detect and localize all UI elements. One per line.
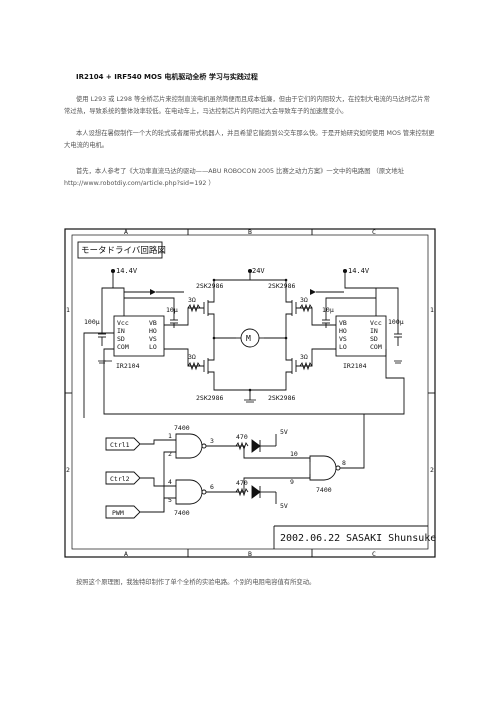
- cap-left-big-label: 100μ: [84, 318, 100, 326]
- svg-text:LO: LO: [339, 343, 347, 351]
- svg-text:SD: SD: [117, 335, 125, 343]
- svg-text:5: 5: [168, 496, 172, 504]
- svg-text:1: 1: [168, 432, 172, 440]
- supply-label-right: 14.4V: [348, 267, 370, 275]
- cap-left-small-label: 10μ: [166, 306, 178, 314]
- input-ctrl2-label: Ctrl2: [110, 475, 130, 483]
- row-label-1-right: 1: [430, 306, 434, 314]
- svg-text:10: 10: [290, 450, 298, 458]
- svg-text:IN: IN: [117, 327, 125, 335]
- svg-text:COM: COM: [117, 343, 129, 351]
- svg-text:VS: VS: [149, 335, 157, 343]
- nand-gate-top: [175, 433, 203, 459]
- svg-text:HO: HO: [149, 327, 157, 335]
- resistor-3ohm-3: 3Ω: [300, 296, 308, 304]
- ic-right-label: IR2104: [343, 362, 367, 370]
- schematic-author: SASAKI Shunsuke: [346, 533, 436, 544]
- nand-gate-right: [309, 455, 337, 481]
- gate-right-label: 7400: [316, 486, 332, 494]
- v5-top: 5V: [280, 428, 288, 436]
- gate-bottom-label: 7400: [174, 509, 190, 517]
- mosfet-bottom-left-label: 2SK2986: [196, 394, 223, 402]
- resistor-3ohm-4: 3Ω: [300, 353, 308, 361]
- resistor-3ohm-2: 3Ω: [188, 353, 196, 361]
- mosfet-top-right-label: 2SK2986: [268, 282, 295, 290]
- mosfet-bottom-right-label: 2SK2986: [268, 394, 295, 402]
- cap-right-small-label: 10μ: [322, 306, 334, 314]
- schematic-title-box: [77, 241, 163, 259]
- schematic-title: モータドライバ回路図: [81, 245, 166, 256]
- row-label-1: 1: [66, 306, 70, 314]
- resistor-3ohm-1: 3Ω: [188, 296, 196, 304]
- column-label-c: C: [372, 228, 376, 236]
- svg-text:HO: HO: [339, 327, 347, 335]
- svg-text:6: 6: [210, 483, 214, 491]
- schematic-figure: A B C A B C 1 2 1 2 モータドライバ回路図 14.4V 14.…: [64, 228, 436, 558]
- nand-gate-bottom: [175, 479, 203, 505]
- svg-text:3: 3: [210, 437, 214, 445]
- ic-right-body: [335, 315, 387, 357]
- mosfet-group: [203, 298, 297, 378]
- ic-left-body: [113, 315, 165, 357]
- row-label-2: 2: [66, 466, 70, 474]
- supply-label-left: 14.4V: [116, 267, 138, 275]
- svg-text:9: 9: [290, 478, 294, 486]
- row-label-2-right: 2: [430, 466, 434, 474]
- column-label-b: B: [248, 228, 252, 236]
- supply-label-center: 24V: [252, 267, 265, 275]
- svg-text:LO: LO: [149, 343, 157, 351]
- ic-left-label: IR2104: [116, 362, 140, 370]
- svg-text:IN: IN: [370, 327, 378, 335]
- svg-text:VB: VB: [339, 319, 347, 327]
- input-pwm-box: [105, 505, 141, 519]
- input-ctrl1-box: [105, 437, 141, 451]
- svg-text:8: 8: [342, 459, 346, 467]
- motor-label: M: [246, 334, 251, 343]
- column-label-a: A: [124, 228, 128, 236]
- input-ctrl2-box: [105, 471, 141, 485]
- svg-text:Vcc: Vcc: [117, 319, 129, 327]
- cap-right-big-label: 100μ: [388, 318, 404, 326]
- svg-text:Vcc: Vcc: [370, 319, 382, 327]
- resistor-470-top: 470: [236, 433, 248, 441]
- svg-text:4: 4: [168, 478, 172, 486]
- column-label-b-bottom: B: [248, 550, 252, 558]
- gate-top-label: 7400: [174, 424, 190, 432]
- schematic-inner-frame: [71, 234, 429, 550]
- v5-bottom: 5V: [280, 502, 288, 510]
- input-ctrl1-label: Ctrl1: [110, 441, 130, 449]
- svg-text:SD: SD: [370, 335, 378, 343]
- resistor-470-bottom: 470: [236, 479, 248, 487]
- column-label-a-bottom: A: [124, 550, 128, 558]
- mosfet-top-left-label: 2SK2986: [196, 282, 223, 290]
- column-label-c-bottom: C: [372, 550, 376, 558]
- svg-text:VS: VS: [339, 335, 347, 343]
- schematic-date: 2002.06.22: [280, 533, 340, 544]
- svg-text:2: 2: [168, 450, 172, 458]
- paragraph-reference: 首先，本人参考了《大功率直流马达的驱动——ABU ROBOCON 2005 比赛…: [64, 168, 405, 187]
- svg-text:VB: VB: [149, 319, 157, 327]
- input-pwm-label: PWM: [112, 509, 124, 517]
- paragraph-plan: 本人设想在暑假制作一个大的轮式或者履带式机器人，并且希望它能跑到公交车那么快。于…: [64, 130, 435, 149]
- paragraph-conclusion: 按照这个原理图，我独特印制作了单个全桥的实验电路。个别的电阻电容值有所变动。: [76, 579, 316, 586]
- paragraph-intro: 使用 L293 或 L298 等全桥芯片来控制直流电机虽然简便而且成本低廉，但由…: [64, 96, 430, 115]
- article-title: IR2104 + IRF540 MOS 电机驱动全桥 学习与实践过程: [76, 73, 258, 81]
- svg-text:COM: COM: [370, 343, 382, 351]
